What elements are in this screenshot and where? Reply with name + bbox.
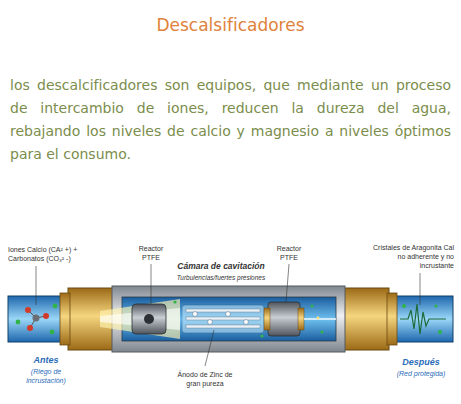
ion-label: Iones Calcio (CA² +) + Carbonatos (CO₃² …: [8, 245, 104, 263]
after-label: Después: [388, 357, 454, 368]
part-label: Reactor PTFE: [271, 244, 307, 262]
page-title: Descalsificadores: [0, 14, 461, 36]
chamber-sublabel: Turbulencias/fuertes presiones: [168, 274, 274, 282]
intro-paragraph: los descalcificadores son equipos, que m…: [10, 74, 451, 166]
before-label: Antes: [14, 355, 78, 366]
crystal-label: Cristales de Aragonita Cal no adherente …: [366, 243, 454, 270]
part-label: Reactor PTFE: [133, 244, 169, 262]
chamber-label: Cámara de cavitación: [168, 261, 274, 272]
before-note: (Riego de incrustación): [14, 367, 78, 385]
after-note: (Red protegida): [388, 369, 454, 378]
anode-label: Ánodo de Zinc de gran pureza: [170, 370, 240, 388]
